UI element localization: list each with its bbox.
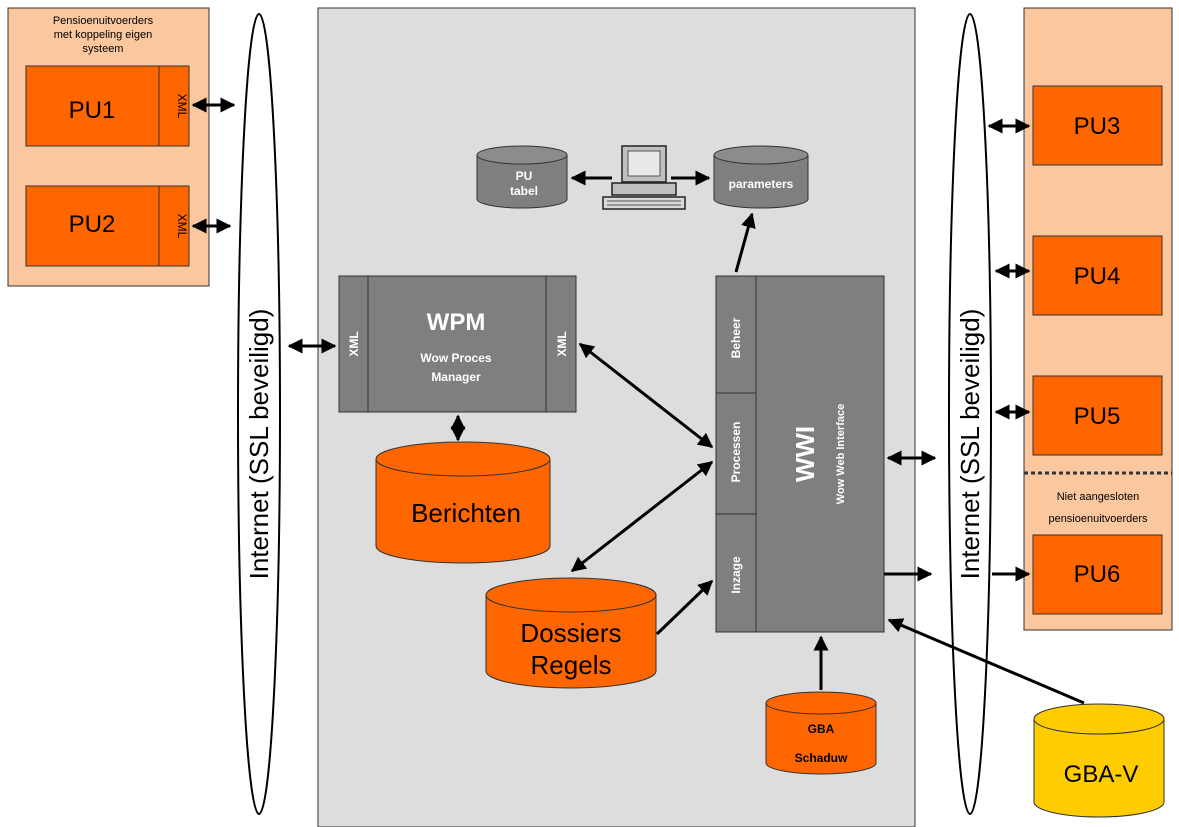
wpm-title: WPM: [427, 309, 486, 336]
wpm-subtitle-2: Manager: [431, 370, 481, 384]
wpm-left-xml-tag: XML: [347, 331, 361, 356]
internet-left-label: Internet (SSL beveiligd): [244, 309, 274, 580]
pu1-box: PU1 XML: [25, 65, 190, 147]
computer-icon: [602, 145, 686, 210]
pu3-label: PU3: [1074, 113, 1121, 140]
pu2-label: PU2: [69, 211, 116, 238]
berichten-label: Berichten: [411, 498, 521, 528]
niet-aangesloten-line2: pensioenuitvoerders: [1048, 513, 1148, 525]
parameters-cylinder: parameters: [713, 145, 809, 209]
arrow-gbav-wwi: [887, 618, 1085, 705]
internet-left-ellipse: Internet (SSL beveiligd): [237, 13, 281, 815]
left-panel-caption-2: met koppeling eigen: [54, 29, 152, 41]
pu-tabel-cylinder: PU tabel: [476, 145, 568, 209]
pu1-label: PU1: [69, 97, 116, 124]
wwi-inzage-tab: Inzage: [729, 556, 743, 594]
pu-tabel-line1: PU: [516, 169, 533, 183]
arrow-wwi-parameters: [734, 212, 756, 273]
pu4-label: PU4: [1074, 263, 1121, 290]
pu3-box: PU3: [1032, 85, 1163, 166]
arrow-dossiers-inzage: [655, 579, 714, 636]
parameters-label: parameters: [729, 177, 794, 191]
dossiers-label: Dossiers: [520, 618, 621, 648]
wwi-beheer-tab: Beheer: [729, 317, 743, 358]
gba-schaduw-line1: GBA: [808, 722, 835, 736]
wwi-block: Beheer Processen Inzage WWI Wow Web Inte…: [715, 275, 885, 633]
left-panel-caption-3: systeem: [83, 43, 124, 55]
pu6-box: PU6: [1032, 534, 1163, 615]
berichten-cylinder: Berichten: [375, 441, 551, 564]
dossiers-cylinder: Dossiers Regels: [485, 577, 657, 689]
pu1-xml-tag: XML: [175, 94, 189, 119]
pu-tabel-line2: tabel: [510, 184, 538, 198]
gba-schaduw-line2: Schaduw: [795, 751, 848, 765]
wwi-title: WWI: [790, 426, 820, 482]
pu5-box: PU5: [1032, 375, 1163, 456]
connectors: [191, 97, 1085, 705]
gba-schaduw-cylinder: GBA Schaduw: [765, 691, 877, 775]
pu2-xml-tag: XML: [175, 214, 189, 239]
gba-v-label: GBA-V: [1064, 761, 1139, 788]
pu5-label: PU5: [1074, 403, 1121, 430]
pu2-box: PU2 XML: [25, 185, 190, 267]
arrow-dossiers-wwi: [570, 460, 714, 573]
wpm-right-xml-tag: XML: [555, 331, 569, 356]
left-panel-caption-1: Pensioenuitvoerders: [53, 15, 154, 27]
regels-label: Regels: [531, 650, 612, 680]
niet-aangesloten-line1: Niet aangesloten: [1057, 491, 1140, 503]
wwi-processen-tab: Processen: [729, 422, 743, 483]
internet-right-label: Internet (SSL beveiligd): [955, 309, 985, 580]
gba-v-cylinder: GBA-V: [1033, 703, 1165, 818]
arrow-wpm-wwi: [578, 342, 714, 449]
wwi-subtitle: Wow Web Interface: [835, 404, 847, 504]
internet-right-ellipse: Internet (SSL beveiligd): [948, 13, 992, 815]
wpm-subtitle-1: Wow Proces: [420, 351, 491, 365]
pu6-label: PU6: [1074, 561, 1121, 588]
pu4-box: PU4: [1032, 235, 1163, 316]
wpm-block: XML XML WPM Wow Proces Manager: [338, 275, 577, 413]
